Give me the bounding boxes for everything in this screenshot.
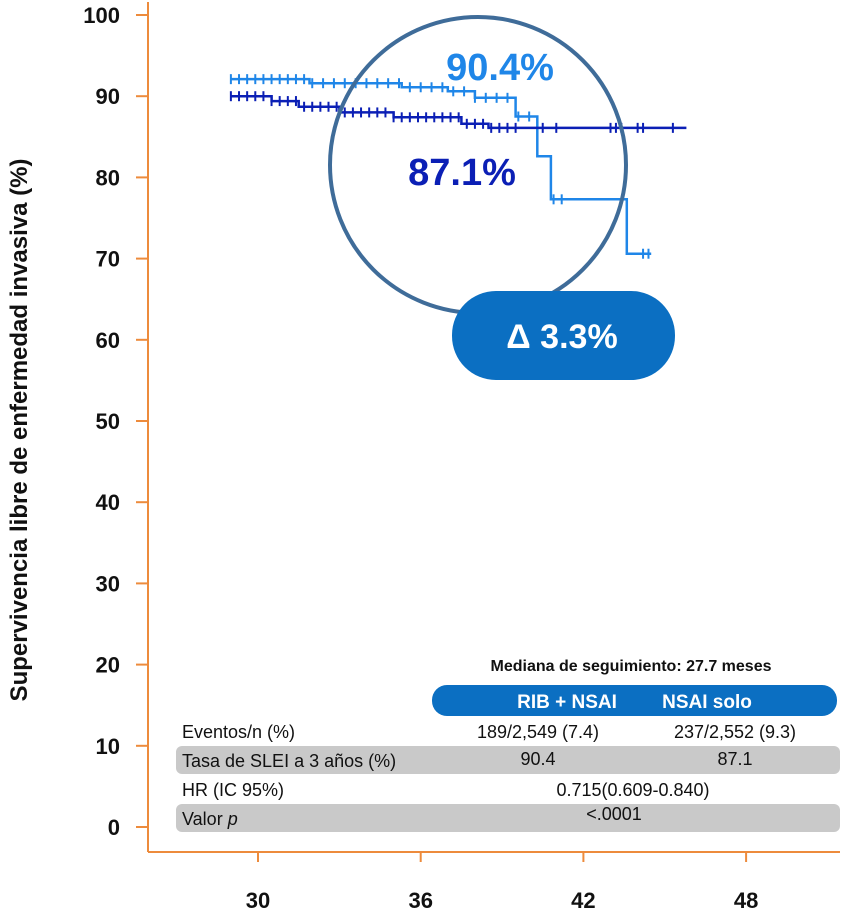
x-tick-label: 36 [408, 888, 432, 913]
y-tick-label: 60 [96, 328, 120, 353]
x-tick-label: 30 [246, 888, 270, 913]
y-tick-label: 40 [96, 490, 120, 515]
rate-label-ribociclib: 90.4% [446, 47, 554, 89]
x-tick-label: 42 [571, 888, 595, 913]
y-tick-label: 10 [96, 734, 120, 759]
row-eventos-nsai: 237/2,552 (9.3) [674, 722, 796, 742]
y-tick-label: 70 [96, 247, 120, 272]
row-label-pvalue: Valor p [182, 809, 238, 829]
delta-label: Δ 3.3% [506, 318, 617, 356]
row-label-hr: HR (IC 95%) [182, 780, 284, 800]
y-tick-label: 80 [96, 165, 120, 190]
row-eventos-rib: 189/2,549 (7.4) [477, 722, 599, 742]
row-hr-value: 0.715(0.609-0.840) [556, 780, 709, 800]
table-col-nsai: NSAI solo [662, 692, 752, 713]
y-tick-label: 50 [96, 409, 120, 434]
delta-pill [452, 291, 675, 380]
y-axis-label: Supervivencia libre de enfermedad invasi… [6, 159, 33, 702]
row-tasa-nsai: 87.1 [717, 749, 752, 769]
rate-label-nsai: 87.1% [408, 152, 516, 194]
results-table: Mediana de seguimiento: 27.7 meses RIB +… [176, 658, 840, 832]
chart-series [229, 74, 687, 259]
y-tick-label: 30 [96, 571, 120, 596]
km-curve-0 [230, 77, 652, 255]
table-row-shade [176, 746, 840, 774]
y-tick-label: 0 [108, 815, 120, 840]
row-label-eventos: Eventos/n (%) [182, 722, 295, 742]
table-header [432, 685, 837, 716]
x-tick-label: 48 [734, 888, 758, 913]
row-label-tasa: Tasa de SLEI a 3 años (%) [182, 751, 396, 771]
table-title: Mediana de seguimiento: 27.7 meses [491, 658, 772, 675]
row-label-pvalue-italic: p [227, 809, 238, 829]
y-tick-label: 20 [96, 653, 120, 678]
y-tick-label: 90 [96, 84, 120, 109]
table-col-rib: RIB + NSAI [517, 692, 617, 713]
y-tick-label: 100 [83, 3, 120, 28]
table-row-shade [176, 804, 840, 832]
chart-axes: 0 10 20 30 40 50 60 70 80 90 100 30 36 42 48 [83, 2, 840, 913]
row-label-pvalue-prefix: Valor [182, 809, 228, 829]
row-tasa-rib: 90.4 [520, 749, 555, 769]
row-pvalue: <.0001 [586, 804, 642, 824]
